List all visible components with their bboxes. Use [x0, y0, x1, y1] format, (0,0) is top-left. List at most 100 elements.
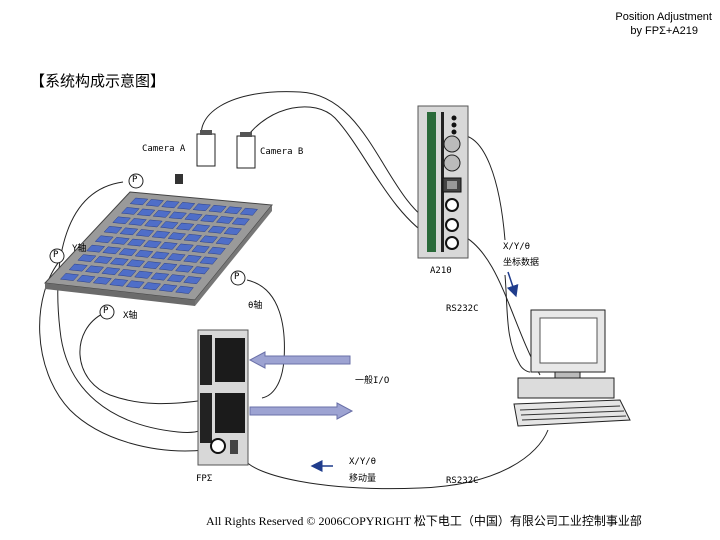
camera-b-icon — [236, 132, 256, 169]
plate-cell — [161, 200, 180, 209]
plate-cell — [215, 216, 235, 224]
plate-cell — [158, 262, 178, 271]
rs232c-top-cable — [461, 234, 541, 376]
camera-b-cable — [245, 106, 436, 241]
plate-cell — [191, 266, 210, 275]
plate-cell — [192, 203, 212, 212]
plate-cell — [135, 229, 155, 237]
fp-sigma-plc — [197, 329, 249, 466]
fp-sigma-label: FPΣ — [196, 474, 213, 484]
x-motor-cable — [79, 312, 206, 405]
plate-cell — [125, 280, 145, 289]
move-amount-label-2: 移动量 — [349, 474, 377, 484]
plate-cell — [150, 251, 170, 260]
pc-workstation-icon — [513, 309, 631, 427]
plate-cell — [175, 264, 194, 273]
plate-cell — [167, 253, 186, 262]
plate-cell — [142, 282, 162, 291]
plate-cell — [151, 230, 171, 239]
move-amount-label-1: X/Y/θ — [349, 457, 377, 467]
plate-cell — [103, 226, 123, 234]
io-output-arrow — [249, 402, 354, 420]
copyright-footer: All Rights Reserved © 2006COPYRIGHT 松下电工… — [206, 514, 642, 528]
plate-cell — [136, 208, 156, 217]
plate-cell — [184, 213, 203, 221]
plate-cell — [215, 237, 234, 245]
plate-cell — [101, 267, 121, 276]
plate-cells — [59, 197, 258, 294]
plate-cell — [168, 211, 188, 220]
coord-cable-b — [504, 274, 531, 373]
io-input-arrow — [248, 351, 351, 369]
plate-cell — [239, 207, 258, 216]
camera-b-label: Camera B — [260, 147, 304, 157]
plate-cell — [224, 206, 243, 215]
y-axis-label: Y轴 — [72, 244, 87, 254]
camera-a-label: Camera A — [142, 144, 186, 154]
plate-cell — [231, 217, 250, 226]
plate-cell — [109, 257, 129, 266]
plate-cell — [191, 224, 211, 232]
stage-plate — [43, 191, 273, 306]
plate-cell — [208, 204, 227, 213]
plate-cell — [223, 227, 242, 236]
plate-cell — [93, 256, 113, 264]
x-axis-label: X轴 — [123, 311, 138, 321]
plate-cell — [152, 210, 172, 218]
plate-cell — [199, 256, 218, 265]
plate-cell — [86, 244, 106, 253]
plate-cell — [207, 225, 227, 234]
plate-cell — [126, 238, 146, 247]
plate-cell — [158, 284, 178, 292]
coord-data-label-1: X/Y/θ — [503, 242, 531, 252]
a210-label: A210 — [430, 266, 452, 276]
plate-cell — [159, 241, 178, 250]
plate-cell — [150, 272, 170, 281]
motor-p-label: P — [234, 272, 240, 282]
motor-p-label: P — [132, 175, 138, 185]
camera-a-cable — [200, 91, 436, 226]
plate-cell — [109, 278, 129, 287]
page-title: 【系统构成示意图】 — [30, 72, 166, 90]
plate-cell — [166, 274, 186, 283]
plate-cell — [183, 233, 203, 242]
plate-cell — [120, 207, 140, 215]
plate-cell — [110, 237, 130, 245]
camera-a-icon — [175, 130, 216, 184]
plate-cell — [128, 218, 147, 226]
y-motor-cable — [57, 181, 206, 433]
plate-cell — [117, 269, 137, 277]
plate-cell — [84, 265, 105, 274]
plate-cell — [175, 285, 194, 294]
plate-cell — [92, 276, 112, 285]
plate-cell — [183, 276, 202, 285]
plate-cell — [145, 199, 165, 207]
y-drive-cable — [39, 257, 206, 452]
coord-data-label-2: 坐标数据 — [503, 258, 540, 268]
rs232c-bottom-label: RS232C — [446, 476, 479, 486]
plate-cell — [68, 263, 88, 272]
motor-p-label: P — [103, 306, 109, 316]
plate-cell — [143, 240, 162, 249]
header-line-2: by FPΣ+A219 — [630, 25, 698, 37]
plate-cell — [134, 249, 154, 258]
plate-cell — [167, 232, 187, 241]
plate-cell — [175, 222, 195, 231]
plate-cell — [183, 254, 202, 263]
plate-cell — [144, 219, 163, 228]
plate-cell — [200, 214, 219, 223]
plate-cell — [159, 221, 179, 229]
plate-cell — [199, 235, 218, 244]
theta-axis-label: θ轴 — [248, 301, 263, 311]
plate-cell — [207, 246, 226, 255]
plate-cell — [112, 216, 132, 225]
plate-cell — [119, 227, 139, 236]
plate-cell — [142, 261, 162, 269]
plate-cell — [118, 248, 138, 256]
plate-cell — [175, 243, 194, 252]
plate-cell — [126, 259, 146, 268]
header-line-1: Position Adjustment — [615, 11, 712, 23]
plate-cell — [191, 245, 210, 254]
plate-cell — [59, 273, 80, 281]
